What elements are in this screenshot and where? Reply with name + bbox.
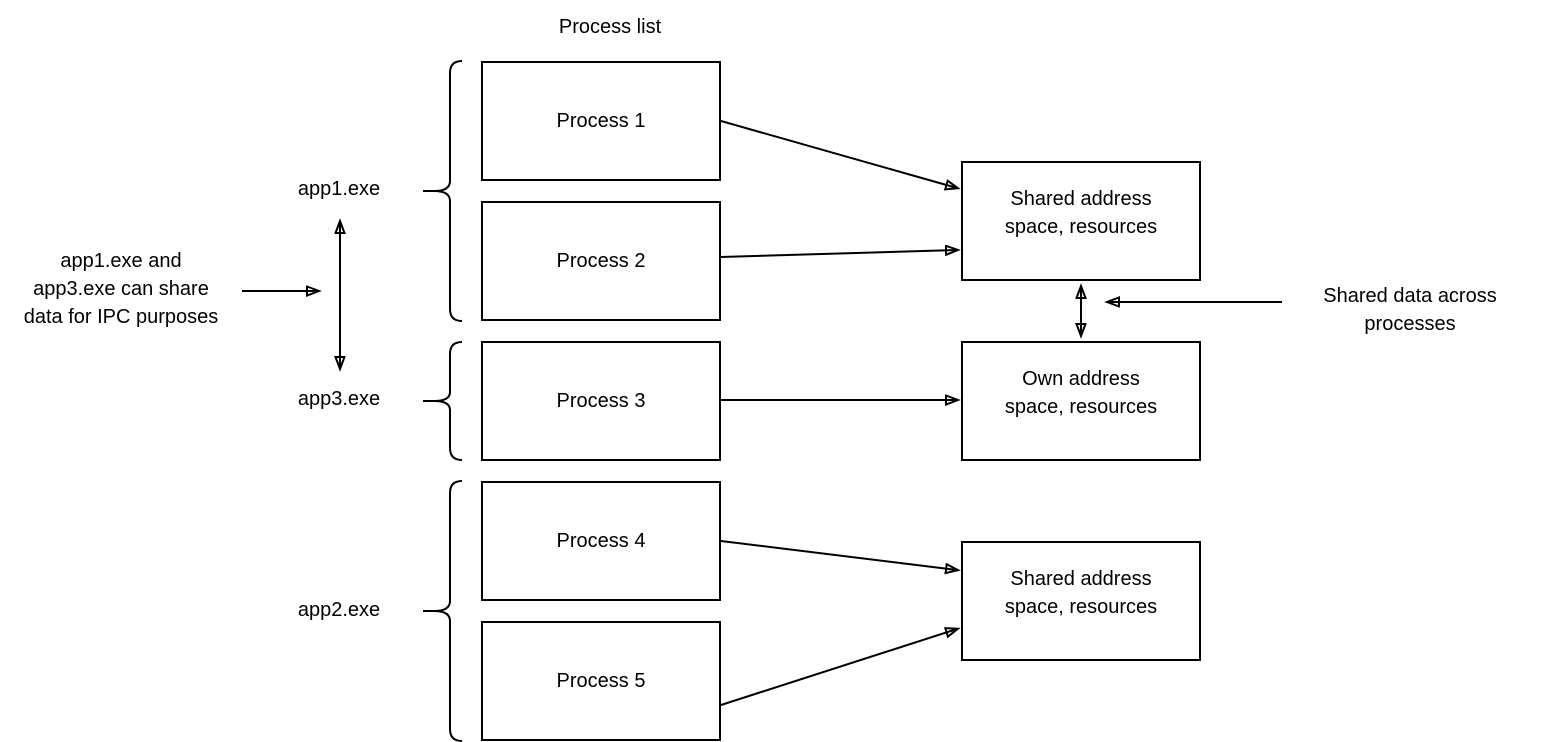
ipc-note-line1: app1.exe and — [60, 250, 182, 272]
shared-data-note: Shared data across processes — [1300, 282, 1520, 338]
process-2-label: Process 2 — [556, 249, 646, 272]
process-2-box: Process 2 — [481, 201, 721, 321]
group-label-app1: app1.exe — [297, 178, 381, 200]
own-address-line2: space, resources — [1004, 396, 1158, 418]
shared-data-note-line2: processes — [1364, 313, 1456, 335]
own-address-line1: Own address — [1022, 368, 1140, 390]
process-1-box: Process 1 — [481, 61, 721, 181]
arrow-process4-to-shared-bottom — [720, 540, 957, 570]
brace-app3 — [423, 341, 463, 461]
own-address-box: Own address space, resources — [961, 341, 1201, 461]
ipc-note: app1.exe and app3.exe can share data for… — [0, 247, 242, 331]
ipc-note-line2: app3.exe can share — [33, 278, 209, 300]
process-4-box: Process 4 — [481, 481, 721, 601]
arrow-process5-to-shared-bottom — [720, 629, 957, 706]
shared-address-top-line1: Shared address — [1010, 188, 1152, 210]
process-1-label: Process 1 — [556, 109, 646, 132]
shared-data-note-line1: Shared data across — [1323, 285, 1497, 307]
process-4-label: Process 4 — [556, 529, 646, 552]
arrow-process1-to-shared-top — [720, 120, 957, 188]
shared-address-top-box: Shared address space, resources — [961, 161, 1201, 281]
process-3-label: Process 3 — [556, 389, 646, 412]
process-5-label: Process 5 — [556, 669, 646, 692]
shared-address-bottom-box: Shared address space, resources — [961, 541, 1201, 661]
process-3-box: Process 3 — [481, 341, 721, 461]
shared-address-bottom-line2: space, resources — [1004, 596, 1158, 618]
process-list-title: Process list — [558, 16, 662, 38]
arrow-process2-to-shared-top — [720, 250, 957, 258]
process-5-box: Process 5 — [481, 621, 721, 741]
group-label-app2: app2.exe — [297, 599, 381, 621]
brace-app2 — [423, 480, 463, 742]
group-label-app3: app3.exe — [297, 388, 381, 410]
shared-address-top-line2: space, resources — [1004, 216, 1158, 238]
ipc-note-line3: data for IPC purposes — [23, 306, 219, 328]
shared-address-bottom-line1: Shared address — [1010, 568, 1152, 590]
brace-app1 — [423, 60, 463, 322]
